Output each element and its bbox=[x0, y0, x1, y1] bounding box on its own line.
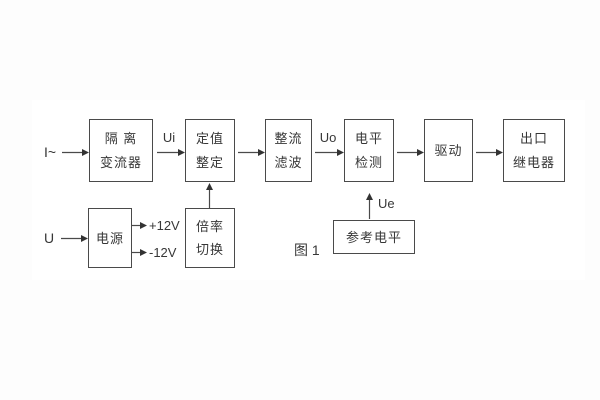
block-label-line: 切换 bbox=[195, 242, 224, 258]
arrow-isolation-to-setting bbox=[157, 149, 185, 156]
block-label-line: 检测 bbox=[354, 155, 383, 171]
arrow-driver-to-relay bbox=[476, 149, 503, 156]
block-label-line: 整定 bbox=[195, 155, 224, 171]
label-signal-uo: Uo bbox=[319, 130, 337, 145]
block-label-line: 参考电平 bbox=[345, 229, 402, 245]
arrow-ratio-to-setting bbox=[206, 183, 213, 208]
block-label-line: 驱动 bbox=[434, 143, 463, 158]
block-label-line: 定值 bbox=[195, 130, 224, 146]
arrow-level-to-driver bbox=[397, 149, 424, 156]
label-signal-ui: Ui bbox=[162, 130, 176, 145]
block-label-line: 隔 离 bbox=[104, 130, 138, 146]
label-plus12v: +12V bbox=[149, 218, 180, 233]
label-input-voltage: U bbox=[44, 230, 55, 246]
block-label-line: 电源 bbox=[95, 230, 124, 246]
block-label-line: 整流 bbox=[274, 130, 303, 146]
arrow-reference-to-level bbox=[366, 193, 373, 219]
arrow-rectifier-to-level bbox=[315, 149, 344, 156]
block-label-line: 变流器 bbox=[99, 155, 142, 171]
block-label-line: 电平 bbox=[354, 130, 383, 146]
arrow-setting-to-rectifier bbox=[238, 149, 265, 156]
figure-caption: 图 1 bbox=[294, 242, 320, 258]
label-minus12v: -12V bbox=[149, 245, 177, 260]
block-label-line: 滤波 bbox=[274, 155, 303, 171]
block-level-detect: 电平 检测 bbox=[344, 119, 394, 182]
block-driver: 驱动 bbox=[424, 119, 473, 182]
block-label-line: 继电器 bbox=[512, 155, 555, 171]
arrow-input-current bbox=[62, 149, 89, 156]
label-input-current: I~ bbox=[44, 144, 57, 160]
block-label-line: 出口 bbox=[519, 130, 548, 146]
arrow-power-plus12v bbox=[132, 222, 147, 229]
block-isolation-transformer: 隔 离 变流器 bbox=[89, 119, 153, 182]
label-signal-ue: Ue bbox=[378, 196, 395, 211]
block-ratio-switch: 倍率 切换 bbox=[185, 208, 235, 268]
block-rectifier-filter: 整流 滤波 bbox=[265, 119, 312, 182]
block-output-relay: 出口 继电器 bbox=[503, 119, 565, 182]
block-reference-level: 参考电平 bbox=[333, 220, 415, 254]
block-label-line: 倍率 bbox=[195, 218, 224, 234]
arrow-power-minus12v bbox=[132, 249, 147, 256]
arrow-input-voltage bbox=[61, 235, 88, 242]
block-power-supply: 电源 bbox=[88, 208, 132, 268]
block-setting-adjust: 定值 整定 bbox=[185, 119, 235, 182]
